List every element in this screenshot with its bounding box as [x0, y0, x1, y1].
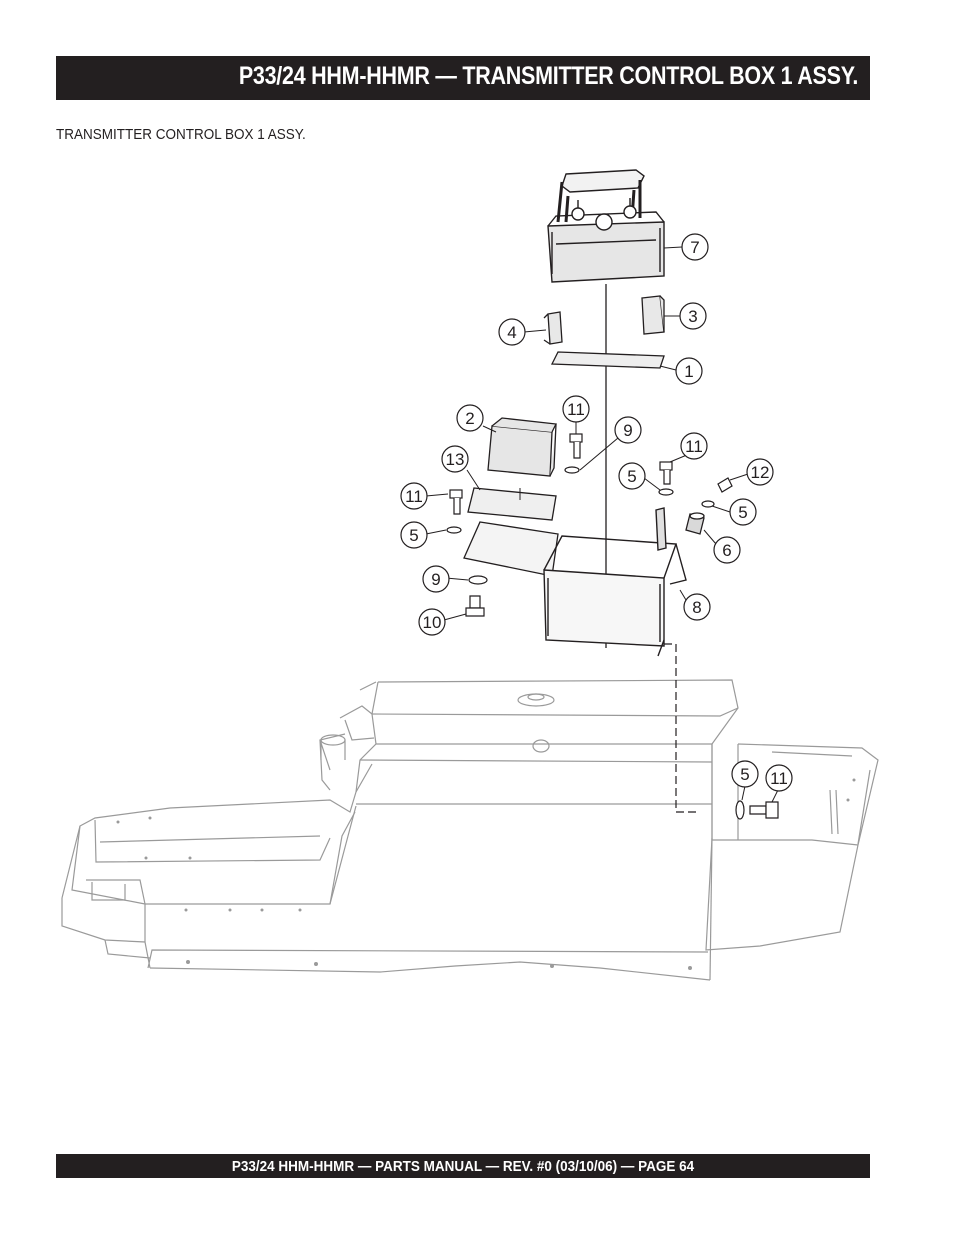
control-box-assy: [547, 169, 665, 283]
callout-5-right: 5: [618, 462, 646, 490]
callout-6: 6: [713, 536, 741, 564]
part-2-battery: [487, 417, 557, 477]
callout-4: 4: [498, 318, 526, 346]
mounting-plate: [463, 521, 559, 577]
svg-text:1: 1: [684, 362, 693, 381]
part-1-gasket: [550, 351, 665, 369]
svg-text:9: 9: [623, 421, 632, 440]
callout-11-right: 11: [680, 432, 708, 460]
part-3-cover: [641, 295, 665, 335]
callout-5-bottom: 5: [731, 760, 759, 788]
svg-text:5: 5: [740, 765, 749, 784]
callout-2: 2: [456, 404, 484, 432]
fasteners: [446, 433, 779, 820]
part-6-knob: [685, 512, 705, 535]
callout-5-left: 5: [400, 521, 428, 549]
svg-text:11: 11: [405, 487, 423, 506]
callout-9-top: 9: [614, 416, 642, 444]
machine-body: [61, 679, 879, 981]
callout-11-top: 11: [562, 395, 590, 423]
callout-11-left: 11: [400, 482, 428, 510]
svg-text:5: 5: [738, 503, 747, 522]
callout-7: 7: [681, 233, 709, 261]
part-4-bracket: [543, 311, 563, 345]
callout-5-far-right: 5: [729, 498, 757, 526]
svg-text:3: 3: [688, 307, 697, 326]
callout-12: 12: [746, 458, 774, 486]
part-13-plate: [467, 487, 557, 521]
callout-9-left: 9: [422, 565, 450, 593]
page-footer: P33/24 HHM-HHMR — PARTS MANUAL — REV. #0…: [231, 1158, 695, 1175]
callout-10: 10: [418, 608, 446, 636]
page-title: P33/24 HHM-HHMR — TRANSMITTER CONTROL BO…: [238, 62, 859, 90]
header-bar: P33/24 HHM-HHMR — TRANSMITTER CONTROL BO…: [56, 56, 870, 100]
svg-text:10: 10: [423, 613, 442, 632]
svg-text:8: 8: [692, 598, 701, 617]
svg-text:7: 7: [690, 238, 699, 257]
callout-1: 1: [675, 357, 703, 385]
section-subtitle: TRANSMITTER CONTROL BOX 1 ASSY.: [56, 126, 306, 143]
svg-text:12: 12: [751, 463, 770, 482]
svg-text:5: 5: [409, 526, 418, 545]
svg-text:2: 2: [465, 409, 474, 428]
svg-text:11: 11: [567, 400, 585, 419]
callout-8: 8: [683, 593, 711, 621]
mounting-leader: [664, 643, 700, 813]
callout-11-bottom: 11: [765, 764, 793, 792]
svg-text:9: 9: [431, 570, 440, 589]
svg-text:6: 6: [722, 541, 731, 560]
svg-text:11: 11: [770, 769, 788, 788]
svg-text:13: 13: [446, 450, 465, 469]
callout-3: 3: [679, 302, 707, 330]
callout-13: 13: [441, 445, 469, 473]
footer-bar: P33/24 HHM-HHMR — PARTS MANUAL — REV. #0…: [56, 1154, 870, 1178]
part-8-enclosure: [543, 507, 687, 657]
svg-text:11: 11: [685, 437, 703, 456]
svg-text:4: 4: [507, 323, 516, 342]
svg-text:5: 5: [627, 467, 636, 486]
callouts: 7 3 4 1 2 11 9 13 11 5 12 5 6 11 5 9 8 1…: [400, 233, 793, 792]
